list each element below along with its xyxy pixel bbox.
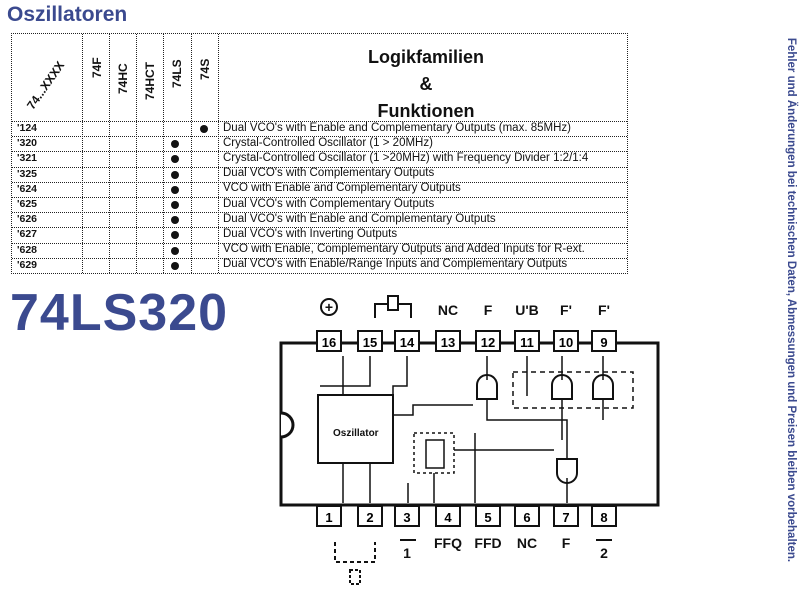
pin-label-11: U'B: [515, 302, 539, 318]
grid-line: [163, 34, 164, 273]
grid-line: [12, 227, 627, 229]
table-row-type: '624: [17, 182, 38, 195]
gate-and-3: [592, 374, 614, 400]
flip-flop-block: [413, 432, 455, 474]
grid-line: [12, 136, 627, 138]
chip-notch: [280, 411, 295, 439]
page-title: Oszillatoren: [7, 3, 128, 26]
pin-label-13: NC: [437, 302, 459, 318]
grid-line: [12, 197, 627, 198]
pin-label-5: FFD: [474, 535, 502, 551]
col-header-functions: Logikfamilien & Funktionen: [225, 44, 627, 125]
table-row-description: Dual VCO's with Enable and Complementary…: [223, 121, 571, 134]
family-availability-dot: [171, 170, 179, 179]
family-availability-dot: [171, 155, 179, 164]
functions-header-line1: Logikfamilien: [367, 47, 484, 67]
pin-13: 13: [435, 330, 461, 352]
table-row-description: Crystal-Controlled Oscillator (1 >20MHz)…: [223, 151, 589, 164]
grid-line: [12, 151, 627, 153]
grid-line: [12, 121, 627, 122]
enable-group-box: [512, 371, 634, 409]
functions-header-line3: Funktionen: [377, 101, 475, 121]
vcc-plus-icon: +: [325, 299, 333, 315]
oscillator-label: Oszillator: [333, 428, 379, 439]
table-row-type: '320: [17, 137, 38, 150]
grid-line: [82, 34, 83, 273]
family-availability-dot: [171, 185, 179, 194]
family-availability-dot: [200, 125, 208, 133]
pin-label-3: 1: [403, 545, 411, 561]
pin-9: 9: [591, 330, 617, 352]
family-availability-dot: [171, 140, 179, 149]
pin-1: 1: [316, 505, 342, 527]
gate-and-1: [476, 374, 498, 400]
grid-line: [136, 34, 137, 273]
table-row-description: Dual VCO's with Inverting Outputs: [223, 227, 398, 240]
table-row-type: '627: [17, 228, 38, 241]
oscillator-block: [317, 394, 394, 464]
flip-flop-inner: [425, 439, 445, 469]
table-row-type: '628: [17, 243, 38, 256]
crystal-connector-bottom: [334, 542, 376, 563]
table-row-type: '325: [17, 167, 38, 180]
gate-and-2: [551, 374, 573, 400]
table-row-type: '321: [17, 152, 38, 165]
grid-line: [12, 212, 627, 214]
grid-line: [218, 34, 219, 273]
family-availability-dot: [171, 231, 179, 240]
vcc-symbol: [320, 298, 338, 316]
grid-line: [191, 34, 192, 273]
table-row-description: Dual VCO's with Enable and Complementary…: [223, 212, 496, 225]
pin-3: 3: [394, 505, 420, 527]
grid-line: [109, 34, 110, 273]
table-row-description: VCO with Enable, Complementary Outputs a…: [223, 243, 585, 256]
family-availability-dot: [171, 261, 179, 270]
functions-header-line2: &: [419, 74, 433, 94]
pin-4: 4: [435, 505, 461, 527]
grid-line: [12, 166, 627, 168]
table-row-description: Crystal-Controlled Oscillator (1 > 20MHz…: [223, 136, 433, 149]
family-availability-dot: [171, 216, 179, 225]
part-number: 74LS320: [10, 284, 229, 342]
table-row-description: VCO with Enable and Complementary Output…: [223, 182, 461, 195]
table-row-description: Dual VCO's with Enable/Range Inputs and …: [223, 258, 568, 271]
pin-12: 12: [475, 330, 501, 352]
pin-label-8: 2: [600, 545, 608, 561]
family-availability-dot: [171, 246, 179, 255]
pin-5: 5: [475, 505, 501, 527]
internal-wiring: [320, 356, 604, 503]
crystal-icon-bottom: [349, 569, 361, 585]
table-row-type: '625: [17, 198, 38, 210]
table-row-description: Dual VCO's with Complementary Outputs: [223, 197, 435, 210]
table-row-description: Dual VCO's with Complementary Outputs: [223, 167, 435, 180]
pin-2: 2: [357, 505, 383, 527]
pin-label-7: F: [561, 535, 571, 551]
pin-6: 6: [514, 505, 540, 527]
logic-family-table: 74...XXXX 74F 74HC 74HCT 74LS 74S Logikf…: [11, 33, 628, 274]
table-row-type: '629: [17, 258, 38, 271]
table-row-type: '124: [17, 122, 38, 134]
pin-label-9: F': [598, 302, 610, 318]
grid-line: [12, 257, 627, 259]
pin-label-12: F: [483, 302, 493, 318]
grid-line: [12, 242, 627, 244]
pin-16: 16: [316, 330, 342, 352]
family-availability-dot: [171, 201, 179, 209]
pin-15: 15: [357, 330, 383, 352]
pin-label-10: F': [560, 302, 572, 318]
pin-11: 11: [514, 330, 540, 352]
grid-line: [12, 181, 627, 183]
pin-label-6: NC: [516, 535, 538, 551]
pin-label-4: FFQ: [434, 535, 462, 551]
table-row-type: '626: [17, 213, 38, 226]
pin-14: 14: [394, 330, 420, 352]
pin-7: 7: [553, 505, 579, 527]
gate-and-4: [556, 458, 578, 484]
pin-10: 10: [553, 330, 579, 352]
pin-8: 8: [591, 505, 617, 527]
crystal-icon-top: [387, 295, 399, 311]
